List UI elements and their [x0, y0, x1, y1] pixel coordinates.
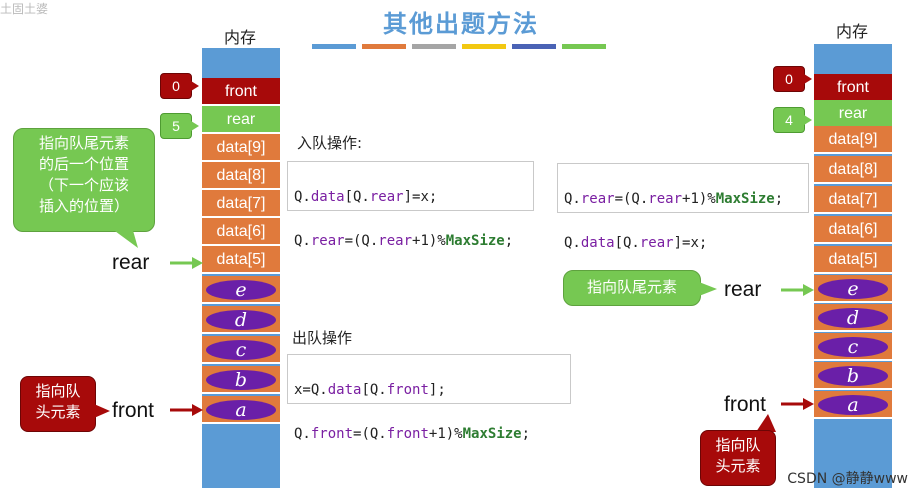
- right-cell-data8: data[8]: [814, 156, 892, 184]
- right-cell-b: b: [814, 362, 892, 390]
- right-rear-pointer-label: rear: [724, 278, 762, 301]
- right-cell-e: e: [814, 275, 892, 303]
- dequeue-code: x=Q.data[Q.front]; Q.front=(Q.front+1)%M…: [287, 354, 571, 442]
- right-element-d: d: [818, 308, 888, 328]
- enqueue-code-left: Q.data[Q.rear]=x; Q.rear=(Q.rear+1)%MaxS…: [287, 161, 534, 249]
- left-memory-label: 内存: [224, 28, 257, 47]
- top-left-faded-text: 土固土婆: [0, 2, 49, 16]
- right-cell-data5: data[5]: [814, 246, 892, 274]
- left-rear-value-flag: 5: [160, 113, 199, 139]
- left-cell-front: front: [202, 78, 280, 106]
- enqueue-left-line1: Q.data[Q.rear]=x;: [294, 189, 438, 205]
- color-bar-orange: [362, 44, 406, 49]
- left-front-arrow-icon: [170, 404, 203, 416]
- right-cell-data6: data[6]: [814, 216, 892, 244]
- element-c: c: [206, 340, 276, 360]
- left-cell-data8: data[8]: [202, 162, 280, 190]
- enqueue-label: 入队操作:: [297, 134, 363, 152]
- csdn-watermark: CSDN @静静www: [787, 471, 908, 487]
- right-front-bubble-tail: [756, 414, 776, 432]
- left-cell-data7: data[7]: [202, 190, 280, 218]
- page-title: 其他出题方法: [383, 10, 539, 38]
- right-cell-rear: rear: [814, 100, 892, 128]
- element-e: e: [206, 280, 276, 300]
- dequeue-line1: x=Q.data[Q.front];: [294, 382, 446, 398]
- right-front-arrow-icon: [781, 398, 814, 410]
- right-front-explanation-text: 指向队 头元素: [715, 436, 761, 475]
- left-front-explanation-text: 指向队 头元素: [35, 382, 81, 421]
- left-cell-data5: data[5]: [202, 246, 280, 274]
- left-rear-arrow-icon: [170, 257, 203, 269]
- right-element-a: a: [818, 395, 888, 415]
- right-cell-data9: data[9]: [814, 126, 892, 154]
- left-cell-b: b: [202, 366, 280, 394]
- right-rear-bubble-tail: [699, 282, 717, 296]
- left-memory-column: front rear data[9] data[8] data[7] data[…: [202, 48, 280, 488]
- element-a: a: [206, 400, 276, 420]
- left-rear-explanation-text: 指向队尾元素 的后一个位置 （下一个应该 插入的位置）: [38, 134, 129, 215]
- element-d: d: [206, 310, 276, 330]
- left-cell-a: a: [202, 396, 280, 424]
- right-cell-data7: data[7]: [814, 186, 892, 214]
- left-rear-explanation-bubble: 指向队尾元素 的后一个位置 （下一个应该 插入的位置）: [13, 128, 155, 232]
- right-memory-label: 内存: [836, 22, 869, 41]
- right-rear-explanation-bubble: 指向队尾元素: [563, 270, 701, 306]
- left-cell-data9: data[9]: [202, 134, 280, 162]
- left-cell-e: e: [202, 276, 280, 304]
- dequeue-label: 出队操作: [292, 329, 353, 347]
- enqueue-left-line2: Q.rear=(Q.rear+1)%MaxSize;: [294, 233, 514, 249]
- left-front-explanation-bubble: 指向队 头元素: [20, 376, 96, 432]
- right-element-b: b: [818, 366, 888, 386]
- left-rear-pointer-label: rear: [112, 251, 150, 274]
- left-front-value-flag: 0: [160, 73, 199, 99]
- left-cell-data6: data[6]: [202, 218, 280, 246]
- color-bar-indigo: [512, 44, 556, 49]
- left-cell-d: d: [202, 306, 280, 334]
- left-cell-rear: rear: [202, 106, 280, 134]
- right-rear-arrow-icon: [781, 284, 814, 296]
- right-front-pointer-label: front: [724, 393, 767, 416]
- element-b: b: [206, 370, 276, 390]
- right-rear-explanation-text: 指向队尾元素: [586, 278, 677, 296]
- color-bar-yellow: [462, 44, 506, 49]
- right-element-e: e: [818, 279, 888, 299]
- color-bar-green: [562, 44, 606, 49]
- right-cell-d: d: [814, 304, 892, 332]
- enqueue-right-line2: Q.data[Q.rear]=x;: [564, 235, 708, 251]
- left-bubble-tail: [100, 220, 138, 248]
- dequeue-line2: Q.front=(Q.front+1)%MaxSize;: [294, 426, 531, 442]
- color-bar-gray: [412, 44, 456, 49]
- right-cell-c: c: [814, 333, 892, 361]
- right-front-value-flag: 0: [773, 66, 812, 92]
- enqueue-right-line1: Q.rear=(Q.rear+1)%MaxSize;: [564, 191, 784, 207]
- right-cell-a: a: [814, 391, 892, 419]
- right-element-c: c: [818, 337, 888, 357]
- enqueue-code-right: Q.rear=(Q.rear+1)%MaxSize; Q.data[Q.rear…: [557, 163, 809, 251]
- color-bar-blue: [312, 44, 356, 49]
- left-front-pointer-label: front: [112, 399, 155, 422]
- right-cell-front: front: [814, 74, 892, 102]
- left-front-bubble-tail: [94, 404, 110, 418]
- left-cell-c: c: [202, 336, 280, 364]
- right-memory-column: front rear data[9] data[8] data[7] data[…: [814, 44, 892, 488]
- right-front-explanation-bubble: 指向队 头元素: [700, 430, 776, 486]
- right-rear-value-flag: 4: [773, 107, 812, 133]
